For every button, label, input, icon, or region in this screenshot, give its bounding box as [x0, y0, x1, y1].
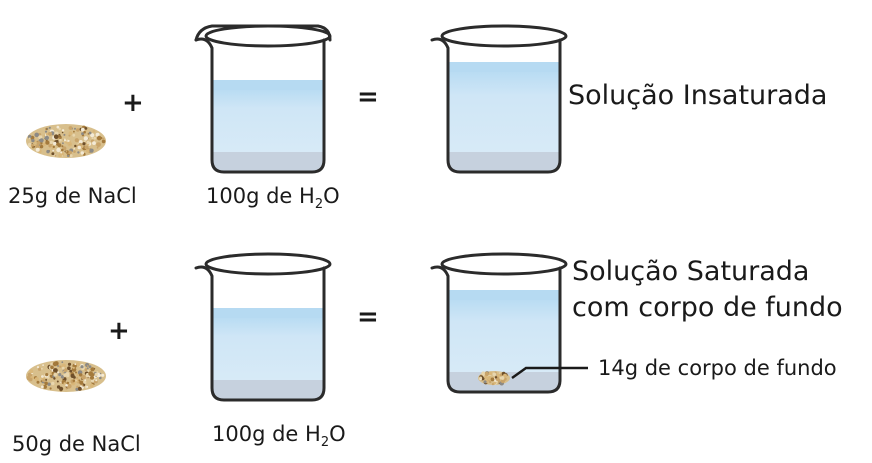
- salt-label-row2: 50g de NaCl: [12, 432, 141, 456]
- beaker-water-row2: [194, 252, 332, 402]
- result-label-saturated-line2: com corpo de fundo: [572, 292, 843, 323]
- water-label-row2: 100g de H2O: [212, 422, 346, 450]
- salt-pile-small: [26, 124, 106, 158]
- sediment-label: 14g de corpo de fundo: [598, 356, 837, 380]
- sediment-pile: [478, 371, 510, 386]
- equals-sign-row2: =: [357, 302, 379, 332]
- plus-sign-row2: +: [108, 316, 130, 346]
- result-label-saturated: Solução Saturada: [572, 256, 810, 287]
- salt-pile-large: [26, 360, 106, 392]
- water-label-row1: 100g de H2O: [206, 184, 340, 212]
- sediment-leader-line: [511, 366, 588, 380]
- beaker-outline: [194, 37, 326, 174]
- plus-sign-row1: +: [122, 88, 144, 118]
- beaker-unsaturated: [430, 24, 568, 174]
- beaker-water-row1: [194, 24, 332, 174]
- salt-label-row1: 25g de NaCl: [8, 184, 137, 208]
- equals-sign-row1: =: [357, 82, 379, 112]
- beaker-saturated: [430, 252, 568, 394]
- result-label-unsaturated: Solução Insaturada: [568, 80, 828, 111]
